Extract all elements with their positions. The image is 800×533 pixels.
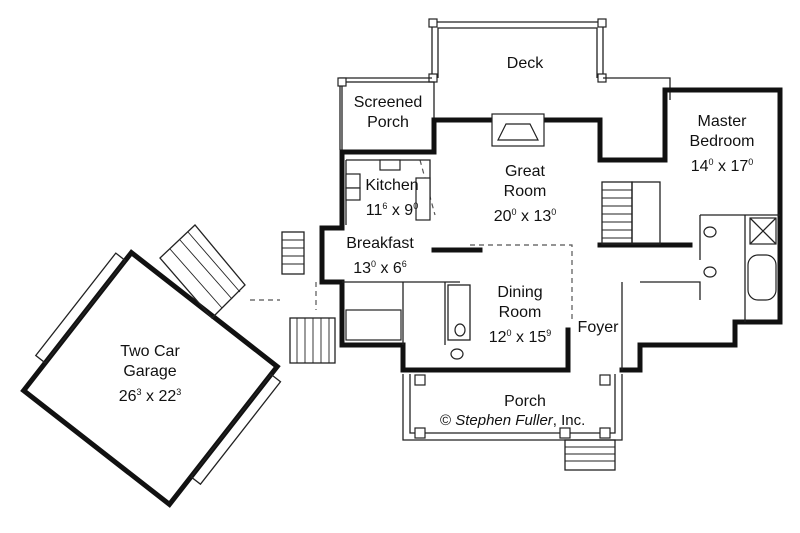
master-bath-fixtures — [703, 217, 777, 301]
dining-room-label: Dining Room 120 x 159 — [488, 284, 552, 346]
kitchen-counters — [345, 159, 431, 341]
powder-room-fixtures — [450, 323, 466, 360]
interior-walls — [342, 214, 780, 370]
deck-outline — [339, 18, 671, 150]
garage-stairs — [159, 224, 246, 319]
breakfast-label: Breakfast 130 x 66 — [346, 235, 414, 277]
fireplace — [491, 113, 545, 147]
porch-label: Porch — [504, 393, 546, 410]
main-house-walls — [319, 87, 783, 373]
great-room-label: Great Room 200 x 130 — [493, 163, 557, 225]
front-porch — [402, 374, 623, 471]
copyright-author: Stephen Fuller — [455, 412, 553, 429]
breezeway-stairs — [281, 231, 336, 364]
garage-label: Two Car Garage 263 x 223 — [118, 343, 182, 405]
screened-porch-label: Screened Porch — [353, 94, 423, 131]
foyer-label: Foyer — [577, 319, 619, 336]
main-stairs — [601, 181, 661, 245]
kitchen-label: Kitchen 116 x 90 — [365, 177, 419, 219]
copyright-notice: © Stephen Fuller, Inc. — [440, 412, 586, 429]
deck-label: Deck — [506, 55, 544, 72]
master-bedroom-label: Master Bedroom 140 x 170 — [689, 113, 755, 175]
